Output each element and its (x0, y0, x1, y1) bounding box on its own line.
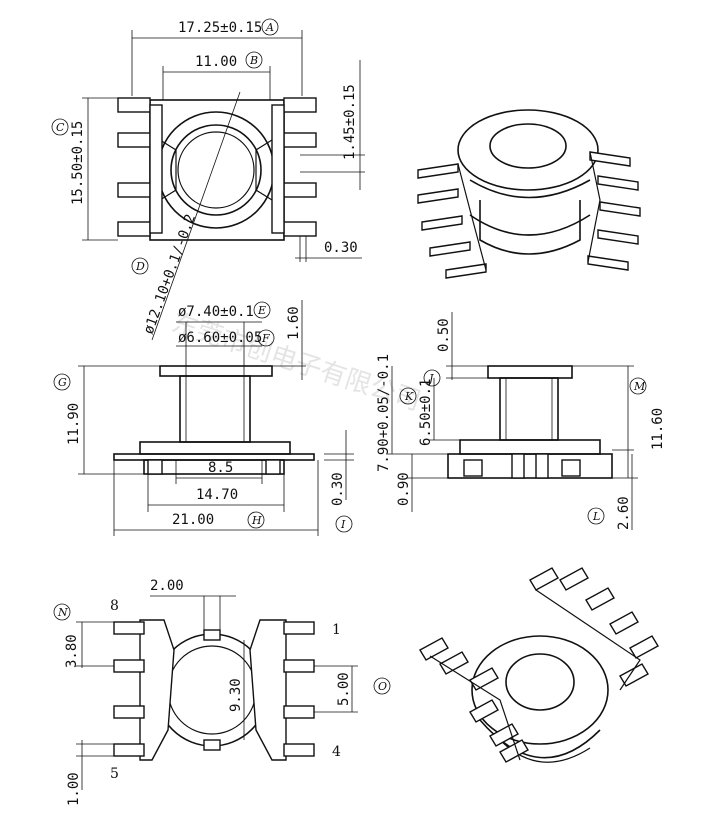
front-view: ø7.40±0.1 E ø6.60±0.05 F 1.60 11.90 G 8.… (53, 300, 354, 536)
dim-l-value: 2.60 (616, 496, 632, 530)
dim-m-value: 11.60 (650, 408, 666, 450)
dim-g-ref: G (58, 376, 67, 389)
dim-pin-thick-value: 0.30 (324, 240, 358, 256)
dim-c-value: 15.50±0.15 (70, 121, 86, 205)
dim-m-ref: M (633, 380, 646, 393)
dim-n-value: 3.80 (64, 634, 80, 668)
dim-a-value: 17.25±0.15 (178, 20, 262, 36)
dim-k-value: 6.50±0.1 (418, 379, 434, 446)
dim-f-ref: F (261, 332, 270, 345)
pin-8-label: 8 (110, 598, 119, 614)
pin-5-label: 5 (110, 766, 119, 782)
dim-e-value: ø7.40±0.1 (178, 304, 254, 320)
top-view-left-pins (117, 97, 163, 237)
dim-d-ref: D (135, 260, 145, 273)
dim-j-value: 7.90+0.05/-0.1 (376, 354, 392, 472)
dim-n-ref: N (57, 606, 68, 619)
dim-i-value: 0.30 (330, 472, 346, 506)
bottom-view: 2.00 3.80 N 9.30 5.00 O 1.00 8 1 4 5 (53, 578, 391, 806)
bottom-view-left-pins (113, 621, 145, 757)
dim-k-ref: K (404, 390, 414, 403)
dim-g-value: 11.90 (66, 403, 82, 445)
side-view: 0.50 7.90+0.05/-0.1 J 6.50±0.1 K 11.60 M… (376, 312, 666, 530)
dim-o-ref: O (378, 680, 387, 693)
pin-1-label: 1 (332, 622, 341, 638)
dim-h-value: 21.00 (172, 512, 214, 528)
dim-h-ref: H (251, 514, 262, 527)
dim-b-ref: B (249, 54, 258, 67)
dim-a-ref: A (265, 21, 274, 34)
iso-view-top (417, 109, 641, 279)
top-view-right-pins (271, 97, 317, 237)
iso-view-bottom (419, 567, 659, 763)
pin-4-label: 4 (332, 744, 341, 760)
dim-l-ref: L (592, 510, 600, 523)
iso-bottom-lower-pins (419, 637, 529, 763)
dim-bore-value: 9.30 (228, 678, 244, 712)
dim-85-value: 8.5 (208, 460, 233, 476)
iso-top-right-pins (587, 151, 641, 271)
dim-o-value: 5.00 (336, 672, 352, 706)
dim-f-value: ø6.60±0.05 (178, 330, 262, 346)
dim-c-ref: C (56, 121, 65, 134)
iso-top-left-pins (417, 163, 487, 279)
dim-pin-w-value: 1.00 (66, 772, 82, 806)
dim-e-ref: E (257, 304, 266, 317)
top-view: 17.25±0.15 A 11.00 B 15.50±0.15 C 1.45±0… (51, 18, 365, 341)
dim-top-flange-value: 0.50 (436, 318, 452, 352)
dim-1470-value: 14.70 (196, 487, 238, 503)
bottom-view-right-pins (283, 621, 315, 757)
dim-i-ref: I (340, 518, 346, 531)
dim-slot-w-value: 2.00 (150, 578, 184, 594)
dim-b-value: 11.00 (195, 54, 237, 70)
dim-flange-h-value: 1.60 (286, 306, 302, 340)
dim-pin-pitch-value: 1.45±0.15 (342, 84, 358, 160)
dim-base-h-value: 0.90 (396, 472, 412, 506)
iso-bottom-upper-pins (529, 567, 659, 691)
dim-j-ref: J (427, 372, 434, 385)
